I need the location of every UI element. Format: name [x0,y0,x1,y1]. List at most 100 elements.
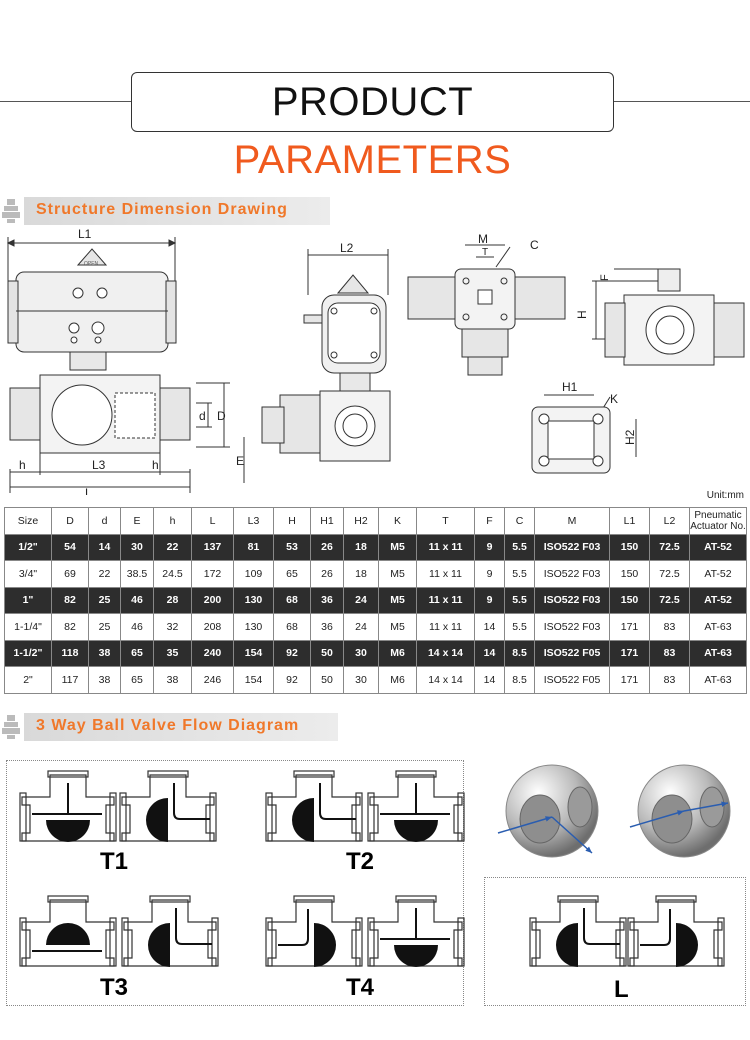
column-header: L3 [233,507,274,535]
table-cell: 46 [120,586,154,614]
dim-L2: L2 [340,241,354,255]
title-parameters: PARAMETERS [233,138,512,182]
table-cell: 1-1/2" [4,639,52,667]
section-structure-header: Structure Dimension Drawing [0,197,750,225]
table-cell: 109 [233,560,274,588]
table-cell: M5 [378,586,417,614]
table-cell: 25 [88,586,121,614]
column-header: H [273,507,311,535]
table-cell: 9 [474,560,505,588]
table-cell: 35 [153,639,192,667]
table-cell: 2" [4,666,52,694]
table-cell: 5.5 [504,533,535,561]
dim-M: M [478,232,488,246]
valve-glyph-icon [2,199,20,223]
ball-illustration [505,764,599,858]
table-cell: M5 [378,533,417,561]
table-cell: 130 [233,586,274,614]
column-header: L1 [609,507,650,535]
table-cell: 25 [88,613,121,641]
valve-schematic [121,895,219,967]
table-cell: 14 [474,613,505,641]
table-cell: 11 x 11 [416,560,475,588]
table-cell: M5 [378,560,417,588]
flange-view [531,394,637,474]
table-cell: M6 [378,639,417,667]
table-cell: AT-63 [689,639,747,667]
table-cell: 24 [343,613,379,641]
dim-d: d [199,409,206,423]
table-cell: 246 [191,666,234,694]
table-cell: 83 [649,639,690,667]
table-cell: 11 x 11 [416,613,475,641]
table-cell: AT-63 [689,666,747,694]
right-view [592,268,745,366]
table-cell: 83 [649,666,690,694]
table-cell: 130 [233,613,274,641]
table-cell: 22 [153,533,192,561]
dim-C: C [530,238,539,252]
column-header: Size [4,507,52,535]
column-header: L2 [649,507,690,535]
front-view [6,237,230,493]
header-rule-right [614,101,750,102]
column-header: Pneumatic Actuator No. [689,507,747,535]
table-cell: ISO522 F05 [534,666,610,694]
table-cell: 92 [273,666,311,694]
table-cell: 26 [310,560,344,588]
table-cell: 65 [120,639,154,667]
table-cell: 172 [191,560,234,588]
table-cell: 38.5 [120,560,154,588]
valve-schematic [367,770,465,842]
flow-arrowhead [721,801,728,807]
table-cell: 32 [153,613,192,641]
flow-arrowhead [585,846,592,853]
table-cell: ISO522 F03 [534,533,610,561]
unit-label: Unit:mm [706,490,744,501]
column-header: L [191,507,234,535]
dim-T: T [482,247,488,258]
table-cell: 9 [474,533,505,561]
table-cell: 38 [88,639,121,667]
table-cell: 18 [343,533,379,561]
table-cell: 154 [233,666,274,694]
table-cell: 240 [191,639,234,667]
table-cell: 208 [191,613,234,641]
table-cell: 137 [191,533,234,561]
valve-schematic [19,770,117,842]
table-cell: 36 [310,586,344,614]
flow-diagram-box-L [484,877,746,1006]
table-cell: 1" [4,586,52,614]
title-product: PRODUCT [271,80,474,124]
table-cell: 117 [51,666,89,694]
dim-H2: H2 [623,429,637,445]
table-cell: ISO522 F03 [534,560,610,588]
dim-E: E [236,454,244,468]
table-cell: 38 [88,666,121,694]
table-cell: 81 [233,533,274,561]
table-cell: 5.5 [504,560,535,588]
dim-L: L [85,486,92,495]
flow-arrowhead [677,810,684,816]
table-cell: 5.5 [504,586,535,614]
valve-glyph-icon [2,715,20,739]
dim-D: D [217,409,226,423]
table-cell: AT-52 [689,533,747,561]
dim-h-left: h [19,458,26,472]
table-cell: ISO522 F03 [534,613,610,641]
table-cell: 5.5 [504,613,535,641]
column-header: H2 [343,507,379,535]
table-cell: 171 [609,639,650,667]
table-cell: 83 [649,613,690,641]
table-cell: 50 [310,666,344,694]
label-T2: T2 [346,848,375,875]
structure-dimension-drawing: L1 OPEN d D h L3 h L L2 E M T C [6,227,745,495]
label-L: L [614,976,629,1003]
valve-schematic [265,895,363,967]
